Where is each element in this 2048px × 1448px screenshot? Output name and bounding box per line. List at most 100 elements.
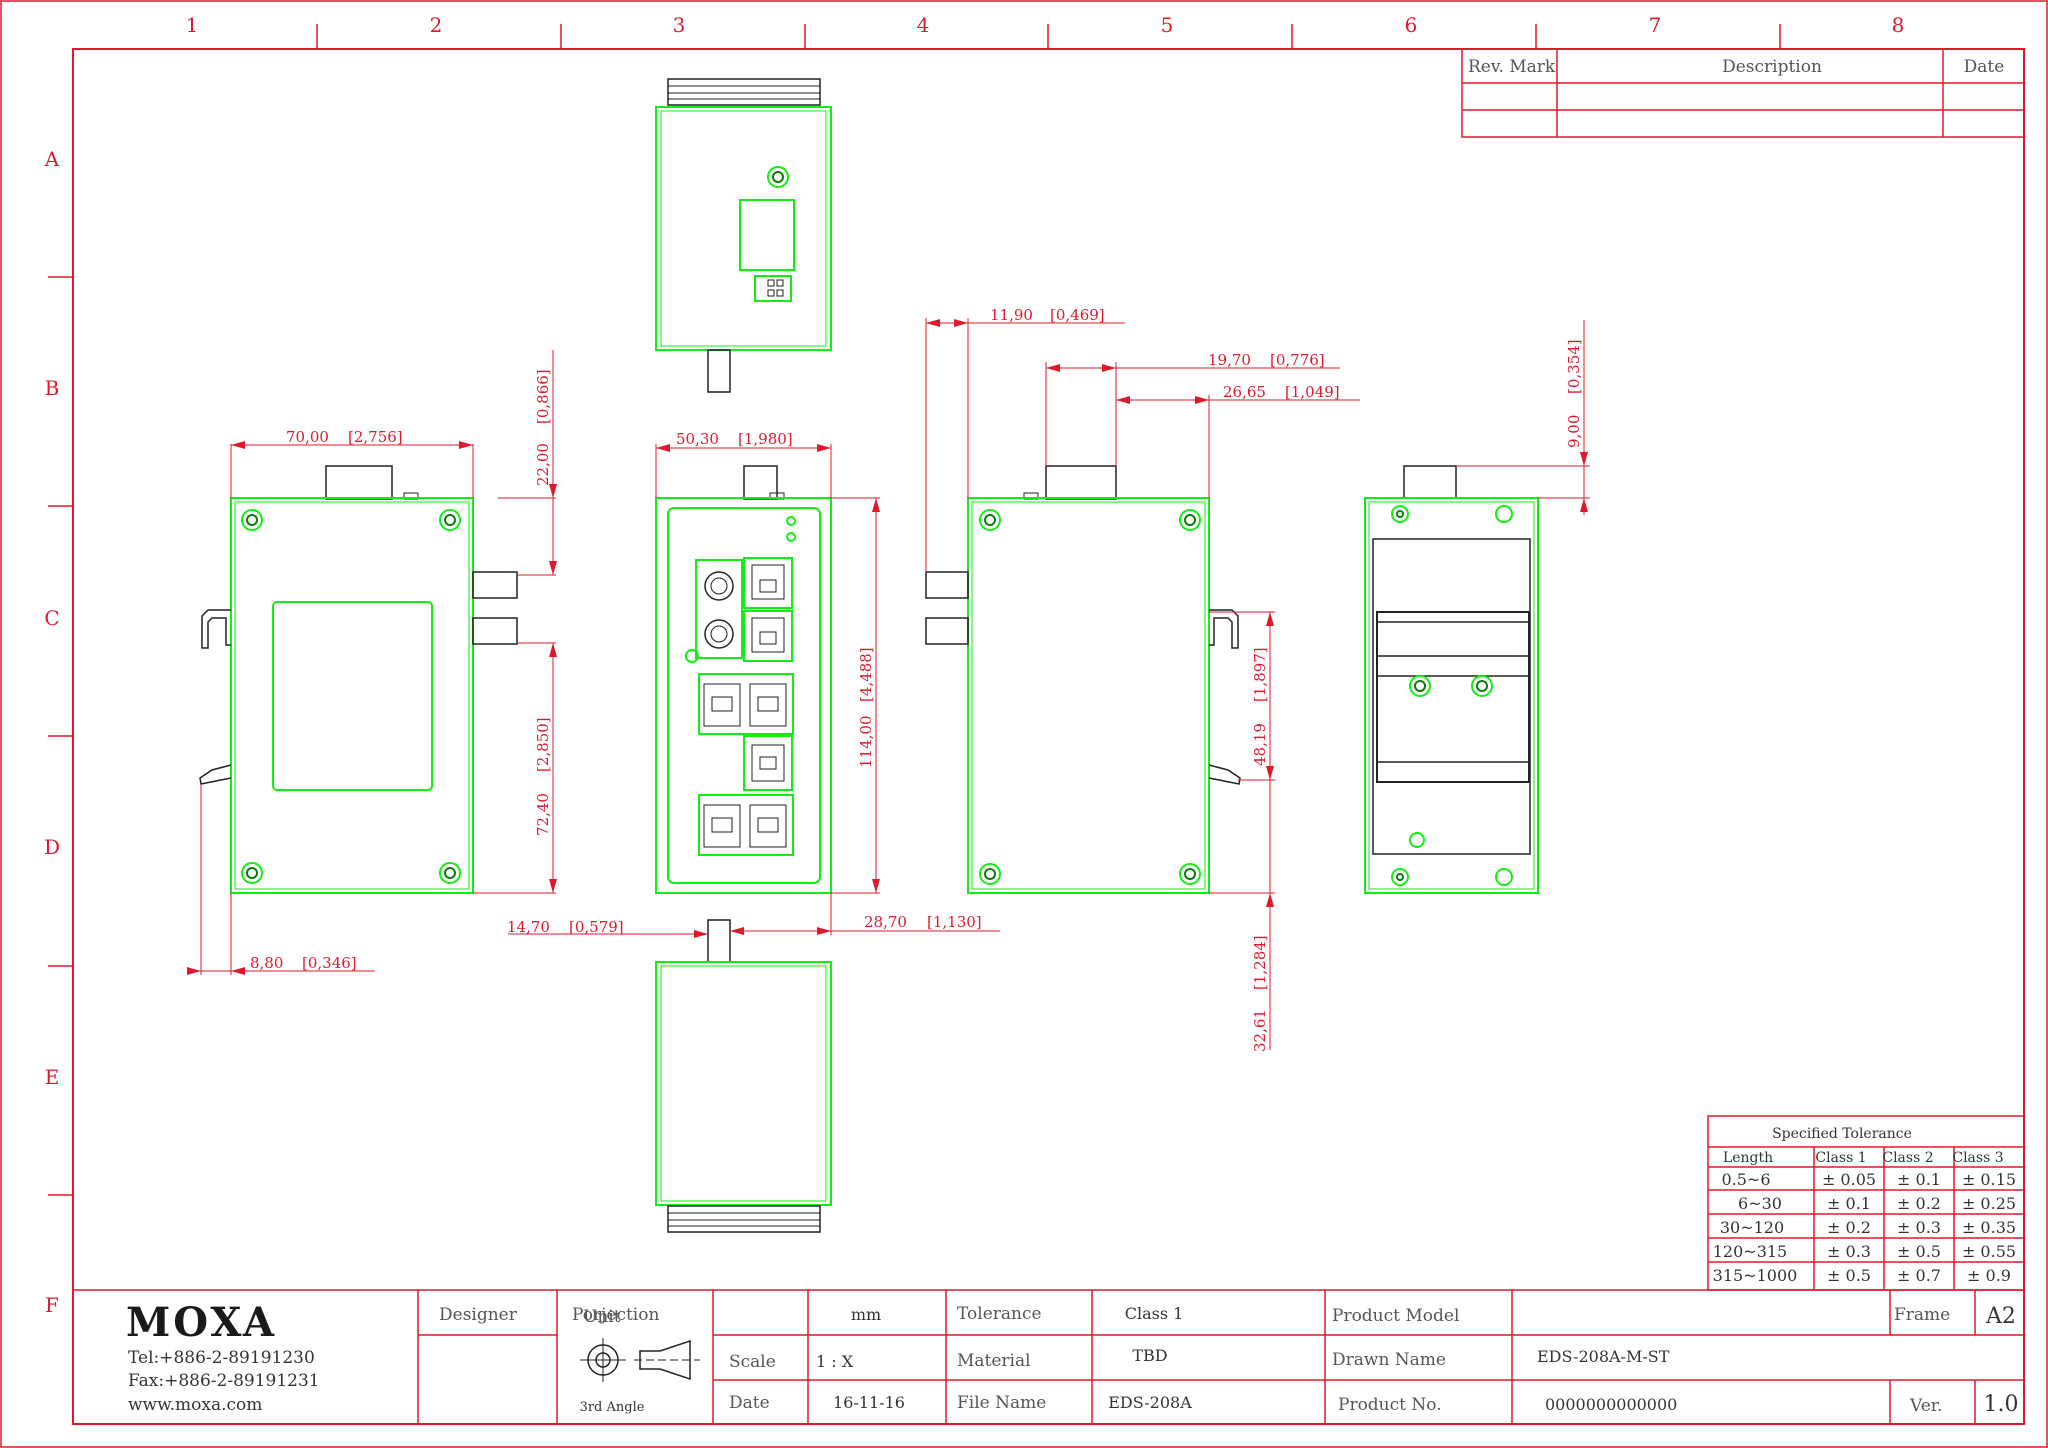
dim-22-inch: [0,866] [534, 369, 552, 424]
dim-28-70-inch: [1,130] [927, 913, 982, 931]
dim-11-90: 11,90 [990, 306, 1033, 324]
tolerance-cell: 315~1000 [1713, 1266, 1798, 1285]
dim-11-90-inch: [0,469] [1050, 306, 1105, 324]
column-label: 4 [917, 13, 930, 37]
product-no-value: 0000000000000 [1545, 1395, 1677, 1414]
company-fax: Fax:+886-2-89191231 [128, 1371, 320, 1391]
file-name-value: EDS-208A [1108, 1393, 1192, 1412]
date-label: Date [729, 1393, 770, 1413]
row-ticks [48, 276, 73, 1196]
tolerance-cell: ± 0.1 [1827, 1194, 1871, 1213]
tolerance-headers: Length Class 1 Class 2 Class 3 [1723, 1150, 2004, 1166]
dim-48-19: 48,19 [1251, 723, 1269, 766]
top-view [655, 78, 832, 393]
dim-width-50-30: 50,30 [676, 430, 719, 448]
column-labels: 1 2 3 4 5 6 7 8 [186, 13, 1905, 37]
tolerance-cell: ± 0.55 [1962, 1242, 2016, 1261]
designer-label: Designer [439, 1305, 518, 1325]
dim-14-70-inch: [0,579] [569, 918, 624, 936]
tolerance-cell: 6~30 [1738, 1194, 1782, 1213]
unit-value: mm [851, 1305, 881, 1324]
tolerance-cell: ± 0.15 [1962, 1170, 2016, 1189]
tolerance-cell: 120~315 [1713, 1242, 1787, 1261]
row-label: C [44, 606, 59, 630]
tolerance-cell: ± 0.7 [1897, 1266, 1941, 1285]
tolerance-header: Class 3 [1952, 1150, 2003, 1166]
dim-width-70: 70,00 [286, 428, 329, 446]
dim-22: 22,00 [534, 443, 552, 486]
dim-8-80: 8,80 [250, 954, 283, 972]
tolerance-rows: 0.5~6 ± 0.05 ± 0.1 ± 0.15 6~30 ± 0.1 ± 0… [1713, 1170, 2016, 1285]
dim-114-inch: [4,488] [857, 647, 875, 702]
scale-label: Scale [729, 1352, 776, 1372]
dim-8-80-inch: [0,346] [302, 954, 357, 972]
dim-19-70-inch: [0,776] [1270, 351, 1325, 369]
column-label: 1 [186, 13, 199, 37]
dim-32-61-inch: [1,284] [1251, 935, 1269, 990]
dimension-arrows [187, 319, 1588, 975]
revision-table [1461, 48, 2025, 138]
tolerance-cell: 0.5~6 [1721, 1170, 1770, 1189]
dim-48-19-inch: [1,897] [1251, 647, 1269, 702]
tolerance-value: Class 1 [1125, 1304, 1184, 1323]
dim-114: 114,00 [857, 716, 875, 769]
tolerance-cell: ± 0.2 [1827, 1218, 1871, 1237]
tolerance-title: Specified Tolerance [1772, 1126, 1912, 1142]
material-label: Material [957, 1351, 1031, 1371]
tolerance-cell: 30~120 [1720, 1218, 1784, 1237]
projection-label: Porjection [572, 1305, 659, 1325]
product-no-label: Product No. [1338, 1395, 1442, 1415]
row-label: E [45, 1065, 60, 1089]
dim-28-70: 28,70 [864, 913, 907, 931]
description-header: Description [1722, 57, 1822, 77]
file-name-label: File Name [957, 1393, 1046, 1413]
tolerance-cell: ± 0.5 [1897, 1242, 1941, 1261]
company-website: www.moxa.com [128, 1395, 262, 1415]
dim-width-70-inch: [2,756] [348, 428, 403, 446]
tolerance-header: Class 2 [1882, 1150, 1933, 1166]
dim-9-00: 9,00 [1565, 415, 1583, 448]
column-label: 3 [673, 13, 686, 37]
column-label: 2 [430, 13, 443, 37]
column-label: 7 [1649, 13, 1662, 37]
version-label: Ver. [1909, 1396, 1942, 1416]
column-ticks [316, 24, 1781, 49]
right-side-view [925, 465, 1241, 894]
tolerance-header: Class 1 [1815, 1150, 1866, 1166]
row-label: B [45, 376, 60, 400]
version-value: 1.0 [1984, 1392, 2019, 1417]
dim-26-65-inch: [1,049] [1285, 383, 1340, 401]
unit-label: Unit [583, 1307, 621, 1327]
row-label: A [44, 147, 60, 171]
frame-value: A2 [1985, 1304, 2016, 1329]
scale-value: 1 : X [816, 1352, 854, 1371]
dim-19-70: 19,70 [1208, 351, 1251, 369]
dim-14-70: 14,70 [507, 918, 550, 936]
tolerance-cell: ± 0.5 [1827, 1266, 1871, 1285]
front-view [655, 465, 832, 894]
date-value: 16-11-16 [833, 1393, 905, 1412]
frame-label: Frame [1894, 1305, 1950, 1325]
column-label: 6 [1405, 13, 1418, 37]
product-model-label: Product Model [1332, 1306, 1459, 1326]
rear-view [1364, 465, 1539, 894]
tolerance-cell: ± 0.25 [1962, 1194, 2016, 1213]
dim-72-40: 72,40 [534, 793, 552, 836]
tolerance-cell: ± 0.35 [1962, 1218, 2016, 1237]
left-side-view [199, 465, 518, 894]
moxa-logo: MOXA [126, 1299, 277, 1346]
dim-72-40-inch: [2,850] [534, 717, 552, 772]
date-header: Date [1964, 57, 2005, 77]
tolerance-cell: ± 0.9 [1967, 1266, 2011, 1285]
column-label: 5 [1161, 13, 1174, 37]
row-label: D [44, 835, 60, 859]
tolerance-cell: ± 0.2 [1897, 1194, 1941, 1213]
tolerance-table-grid [1707, 1115, 2025, 1291]
row-labels: A B C D E F [44, 147, 60, 1317]
row-label: F [45, 1293, 59, 1317]
dimension-lines [190, 318, 1590, 1050]
projection-value: 3rd Angle [580, 1400, 645, 1415]
third-angle-projection-icon [580, 1338, 700, 1382]
tolerance-cell: ± 0.1 [1897, 1170, 1941, 1189]
